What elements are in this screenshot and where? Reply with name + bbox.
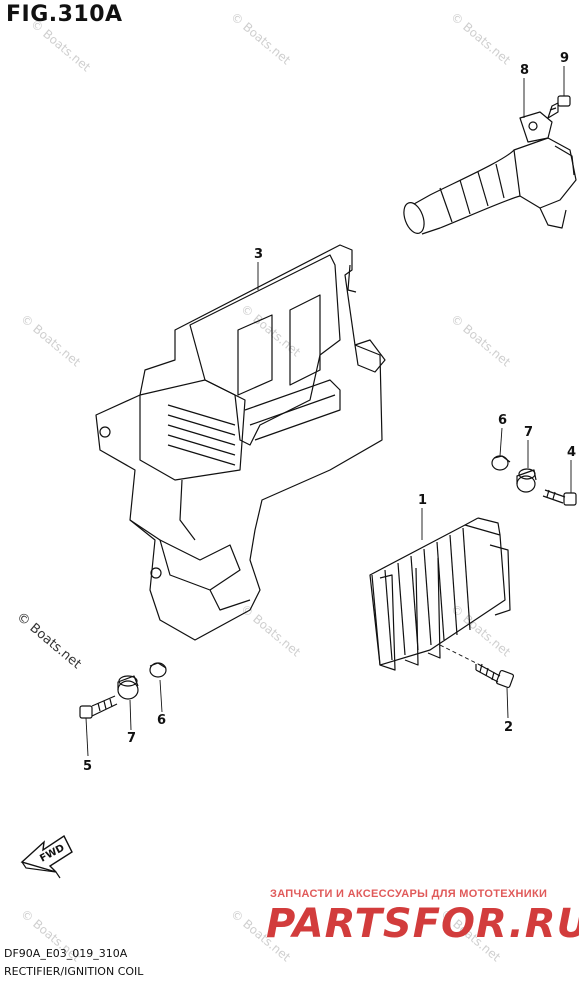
figure-name: RECTIFIER/IGNITION COIL (4, 965, 144, 978)
leader-lines (85, 66, 572, 757)
callout-number: 2 (504, 720, 513, 735)
callout-number: 6 (157, 713, 166, 728)
callout-number: 9 (560, 51, 569, 66)
watermark-text: © Boats.net (18, 312, 83, 370)
brand-logo: PARTSFOR.RU (266, 901, 579, 947)
callout-number: 8 (520, 63, 529, 78)
grommet-part (149, 662, 167, 678)
callout-number: 7 (524, 425, 533, 440)
figure-code: DF90A_E03_019_310A (4, 947, 128, 960)
callouts: 8 9 3 6 7 4 1 6 7 5 2 (83, 51, 576, 774)
watermark-text: © Boats.net (238, 302, 303, 360)
watermarks: © Boats.net © Boats.net © Boats.net © Bo… (18, 10, 513, 965)
watermark-text: © Boats.net (238, 602, 303, 660)
rectifier-part (369, 517, 511, 671)
watermark-text: © Boats.net (448, 312, 513, 370)
watermark-text: © Boats.net (448, 10, 513, 68)
watermark-text: © Boats.net (228, 10, 293, 68)
bolt-part (547, 95, 571, 119)
brand-subtitle: ЗАПЧАСТИ И АКСЕССУАРЫ ДЛЯ МОТОТЕХНИКИ (270, 888, 548, 900)
bracket-part (95, 244, 386, 641)
callout-number: 1 (418, 493, 427, 508)
figure-title: FIG.310A (6, 2, 123, 27)
bolt-part (542, 489, 577, 506)
callout-number: 4 (567, 445, 576, 460)
bolt-part (475, 663, 515, 689)
callout-number: 3 (254, 247, 263, 262)
callout-number: 5 (83, 759, 92, 774)
collar-part (117, 675, 139, 700)
fwd-arrow-icon: FWD (20, 834, 73, 879)
ignition-coil-part (403, 111, 577, 235)
collar-part (516, 468, 537, 493)
grommet-part (491, 455, 511, 471)
watermark-text: © Boats.net (28, 17, 93, 75)
watermark-text: © Boats.net (13, 610, 83, 672)
callout-number: 7 (127, 731, 136, 746)
callout-number: 6 (498, 413, 507, 428)
bolt-part (79, 695, 118, 719)
fwd-label: FWD (38, 843, 66, 865)
watermark-text: © Boats.net (448, 602, 513, 660)
